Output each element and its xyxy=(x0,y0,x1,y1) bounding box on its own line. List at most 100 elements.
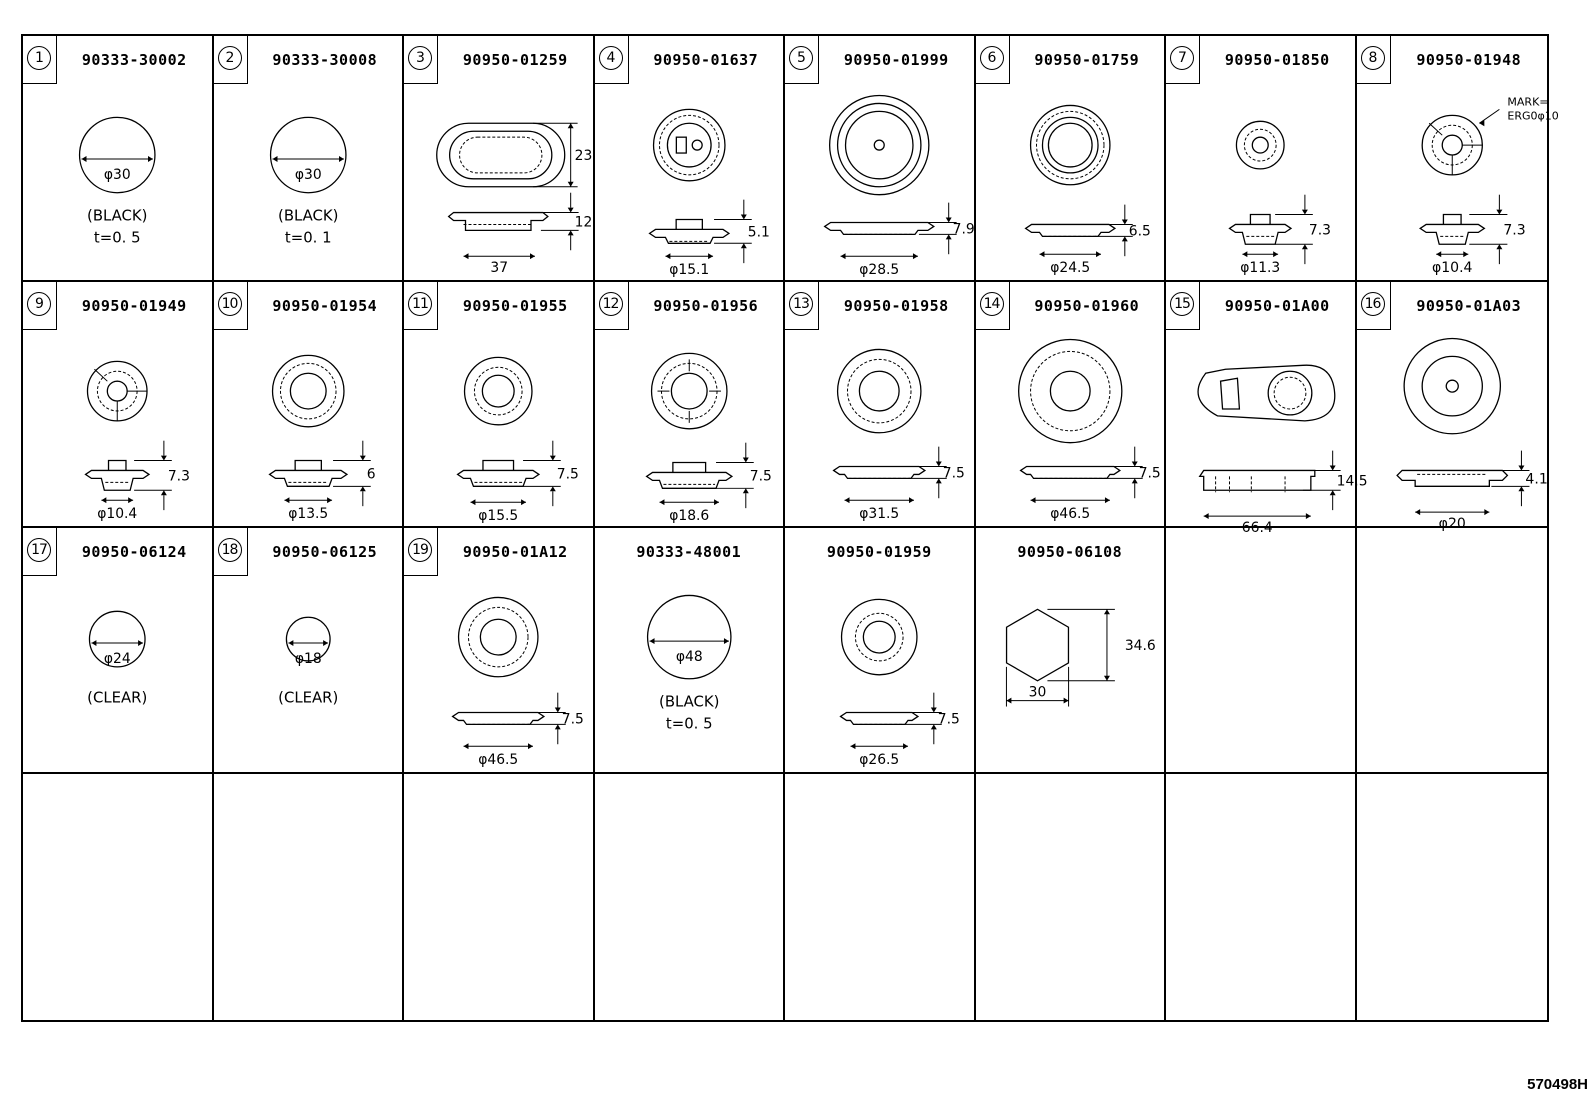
inner-ring xyxy=(847,358,912,424)
width-dim-label: 37 xyxy=(490,260,508,276)
mark-note: MARK= xyxy=(1507,95,1548,108)
color-note: (BLACK) xyxy=(87,206,147,224)
item-number-box: 2 xyxy=(213,36,248,84)
height-dim-arrow-bottom xyxy=(1495,244,1502,250)
diameter-dim-label: φ30 xyxy=(104,167,131,183)
inner-ring xyxy=(1035,110,1104,180)
empty-cell xyxy=(23,774,214,1020)
outer-rim xyxy=(836,348,922,434)
grommet-profile xyxy=(644,471,733,489)
outer-rim xyxy=(457,596,539,678)
grommet-profile xyxy=(451,711,546,726)
diameter-dim-label: φ46.5 xyxy=(478,752,518,768)
empty-cell xyxy=(404,774,595,1020)
part-drawing: 7.5 φ31.5 xyxy=(832,348,965,522)
diameter-dim-label: φ20 xyxy=(1438,516,1465,532)
diameter-dim-label: φ31.5 xyxy=(859,506,899,522)
diameter-dim-arrow-left xyxy=(649,638,655,645)
height-dim-arrow-bottom xyxy=(1131,478,1138,484)
height-dim-arrow-top xyxy=(740,214,747,220)
arrow xyxy=(1103,609,1110,615)
inner-ring xyxy=(279,362,337,420)
grommet-profile xyxy=(832,465,927,480)
slot-line xyxy=(1428,122,1443,136)
boss-outline xyxy=(675,218,703,230)
slot-line xyxy=(94,368,108,382)
height-dim-arrow-top xyxy=(1495,209,1502,215)
diameter-dim-arrow-left xyxy=(1242,251,1248,258)
height-dim-arrow-top xyxy=(1329,465,1336,471)
thickness-note: t=0. 1 xyxy=(284,228,331,246)
empty-cell xyxy=(214,774,404,1020)
height-dim-arrow-bottom xyxy=(740,243,747,249)
diameter-dim-arrow-right xyxy=(138,640,144,647)
diameter-dim-label: φ24.5 xyxy=(1050,260,1090,276)
outer-rim xyxy=(463,356,533,426)
height-dim-label: 6.5 xyxy=(1128,223,1150,239)
height-dim-arrow-top xyxy=(359,455,366,461)
inner-ring xyxy=(1049,370,1091,412)
seal-outline xyxy=(88,610,146,668)
inner-ring xyxy=(1047,122,1093,168)
inner-ring xyxy=(289,372,327,410)
part-number: 90950-01259 xyxy=(462,51,568,69)
part-number: 90950-06124 xyxy=(81,543,187,561)
item-number-box: 17 xyxy=(23,528,57,576)
inner-ring xyxy=(479,618,517,656)
diameter-dim-arrow-left xyxy=(91,640,97,647)
color-note: (BLACK) xyxy=(659,693,719,711)
inner-ring xyxy=(660,362,718,420)
diameter-dim-arrow-left xyxy=(283,497,289,504)
height-dim-arrow-top xyxy=(945,217,952,223)
diameter-dim-label: φ10.4 xyxy=(97,506,137,522)
diameter-dim-arrow-right xyxy=(723,638,729,645)
diameter-dim-arrow-left xyxy=(272,156,277,162)
diameter-dim-arrow-right xyxy=(903,743,909,750)
inner-ring xyxy=(836,102,922,188)
mark-arrow xyxy=(1478,120,1484,127)
item-number: 17 xyxy=(27,538,51,562)
part-number: 90950-06125 xyxy=(272,543,378,561)
part-drawing: φ30(BLACK)t=0. 5 xyxy=(78,116,156,246)
diameter-dim-arrow-right xyxy=(707,253,713,260)
inner-ring xyxy=(473,366,523,416)
height-dim-arrow-top xyxy=(554,707,561,713)
part-number: 90950-01637 xyxy=(653,51,759,69)
inner-ring xyxy=(481,374,515,408)
item-number-box: 4 xyxy=(594,36,629,84)
empty-cell xyxy=(976,774,1166,1020)
height-dim-label: 7.5 xyxy=(1138,465,1160,481)
height-dim-label: 23 xyxy=(575,148,593,164)
grommet-profile xyxy=(1228,223,1293,245)
thickness-note: t=0. 5 xyxy=(665,714,712,732)
side-profile xyxy=(1198,469,1316,491)
side-profile xyxy=(447,211,549,232)
outer-rim xyxy=(840,598,918,676)
inner-ring xyxy=(1251,136,1269,154)
diameter-dim-label: φ28.5 xyxy=(859,262,899,278)
inner-ring xyxy=(1243,128,1277,162)
part-number: 90950-01955 xyxy=(462,297,568,315)
boss-outline xyxy=(482,459,515,471)
boss-outline xyxy=(671,461,706,473)
diameter-dim-label: φ13.5 xyxy=(288,506,328,522)
inner-ring xyxy=(658,114,720,176)
item-number-box: 1 xyxy=(23,36,57,84)
height-dim-label: 7.3 xyxy=(1309,222,1331,238)
height-dim-label: 7.5 xyxy=(943,465,965,481)
grommet-profile xyxy=(647,228,730,244)
item-number-box: 12 xyxy=(594,282,629,330)
diameter-dim-arrow-left xyxy=(1038,251,1044,258)
height-dim-arrow-top xyxy=(935,461,942,467)
